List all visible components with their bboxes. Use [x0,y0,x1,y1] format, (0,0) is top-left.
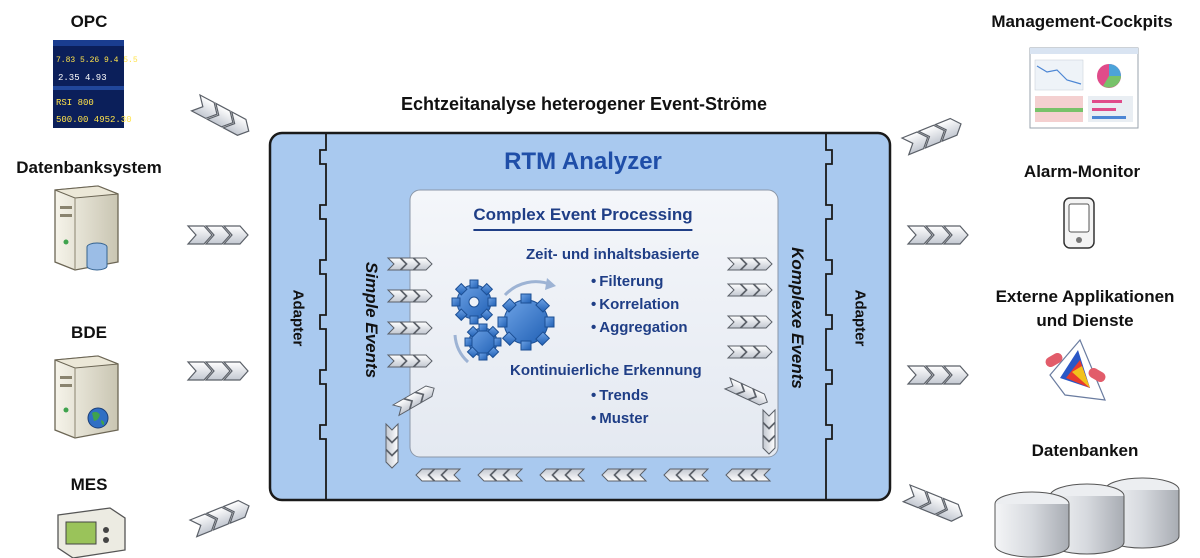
svg-text:RSI 800: RSI 800 [56,98,94,108]
complex-event-arrow [727,315,773,329]
cep-group1-heading: Zeit- und inhaltsbasierte [526,246,700,263]
alarm-monitor-icon [1063,197,1095,249]
management-cockpit-icon [1029,47,1139,129]
complex-events-label: Komplexe Events [788,247,807,389]
output-arrow-alarm [907,225,969,245]
return-arrow-up [385,423,399,469]
source-datenbanksystem-label: Datenbanksystem [16,158,162,177]
cep-group2-heading: Kontinuierliche Erkennung [510,362,702,379]
mes-device-icon [57,507,126,558]
cep-item-korrelation: Korrelation [591,296,679,313]
target-databases-label: Datenbanken [1031,441,1139,460]
analyzer-title: RTM Analyzer [504,148,662,175]
adapter-right-separator [825,134,833,499]
return-arrow-down [762,409,776,455]
external-apps-icon [1045,338,1106,401]
simple-event-arrow [387,354,433,368]
output-arrow-databases [902,484,967,525]
simple-event-arrow [387,321,433,335]
database-server-icon [54,185,119,271]
complex-event-arrow [727,345,773,359]
source-bde-label: BDE [71,323,107,342]
adapter-left-label: Adapter [289,289,307,347]
source-opc-label: OPC [70,12,108,31]
input-arrow-opc [190,94,254,140]
input-arrow-datenbanksystem [187,225,249,245]
opc-ticker-icon: 7.83 5.26 9.4 5.5 2.35 4.93 RSI 800 500.… [53,40,138,128]
source-mes-label: MES [70,475,108,494]
complex-event-arrow [727,257,773,271]
svg-text:500.00 4952.30: 500.00 4952.30 [56,115,132,125]
simple-events-label: Simple Events [362,261,381,379]
target-cockpits-label: Management-Cockpits [991,12,1173,31]
cep-item-trends: Trends [591,387,648,404]
cep-item-filterung: Filterung [591,273,663,290]
svg-text:7.83 5.26 9.4 5.5: 7.83 5.26 9.4 5.5 [56,56,138,65]
cep-item-muster: Muster [591,410,648,427]
cep-item-aggregation: Aggregation [591,319,687,336]
cep-title: Complex Event Processing [473,205,693,231]
target-external-label-line1: Externe Applikationen [995,287,1175,306]
output-arrow-external [907,365,969,385]
input-arrow-mes [189,496,253,538]
simple-event-arrow [387,257,433,271]
svg-text:2.35 4.93: 2.35 4.93 [58,73,107,83]
databases-icon [994,477,1180,558]
gears-icon [451,278,556,364]
adapter-left-separator [319,134,327,499]
target-alarm-label: Alarm-Monitor [1023,162,1141,181]
target-external-label-line2: und Dienste [1036,311,1134,330]
output-arrow-cockpits [901,114,965,156]
input-arrow-bde [187,361,249,381]
adapter-right-label: Adapter [851,289,869,347]
diagram-title: Echtzeitanalyse heterogener Event-Ströme [400,94,768,114]
complex-event-arrow [727,283,773,297]
simple-event-arrow [387,289,433,303]
bde-server-icon [54,355,119,439]
